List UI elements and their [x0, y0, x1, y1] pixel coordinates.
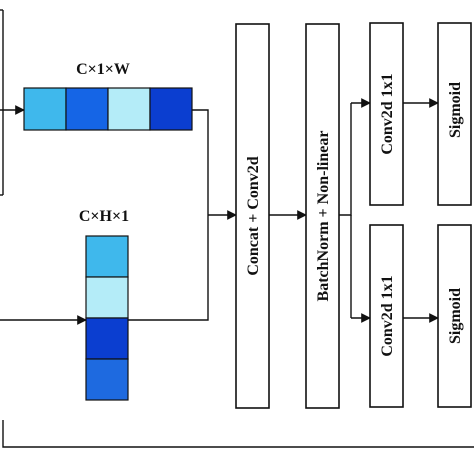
cw-cell	[149, 87, 193, 131]
sigmoid-bottom-label: Sigmoid	[447, 288, 464, 344]
concat-conv2d-label: Concat + Conv2d	[245, 156, 262, 275]
ch-to-concat-line	[128, 215, 209, 321]
cw-cell	[23, 87, 67, 131]
cw-label: C×1×W	[76, 61, 130, 78]
ch-cell	[85, 235, 129, 278]
conv-top-block	[369, 22, 404, 206]
ch-cell	[85, 276, 129, 319]
split-line	[339, 103, 352, 216]
ch-label: C×H×1	[79, 208, 129, 225]
batchnorm-block	[305, 23, 340, 409]
cw-to-concat-line	[192, 109, 209, 215]
sigmoid-bottom-block	[437, 224, 472, 408]
outer-frame-bottom	[2, 420, 474, 448]
sigmoid-top-label: Sigmoid	[447, 82, 464, 138]
cw-cell	[107, 87, 151, 131]
conv-bottom-label: Conv2d 1x1	[379, 275, 396, 356]
conv-bottom-block	[369, 224, 404, 408]
concat-conv2d-block	[235, 23, 270, 409]
batchnorm-label: BatchNorm + Non-linear	[315, 131, 332, 302]
cw-cell	[65, 87, 109, 131]
conv-top-label: Conv2d 1x1	[379, 73, 396, 154]
sigmoid-top-block	[437, 22, 472, 206]
ch-cell	[85, 317, 129, 360]
cw-feature-strip	[23, 87, 193, 131]
ch-feature-strip	[85, 235, 129, 401]
ch-cell	[85, 358, 129, 401]
